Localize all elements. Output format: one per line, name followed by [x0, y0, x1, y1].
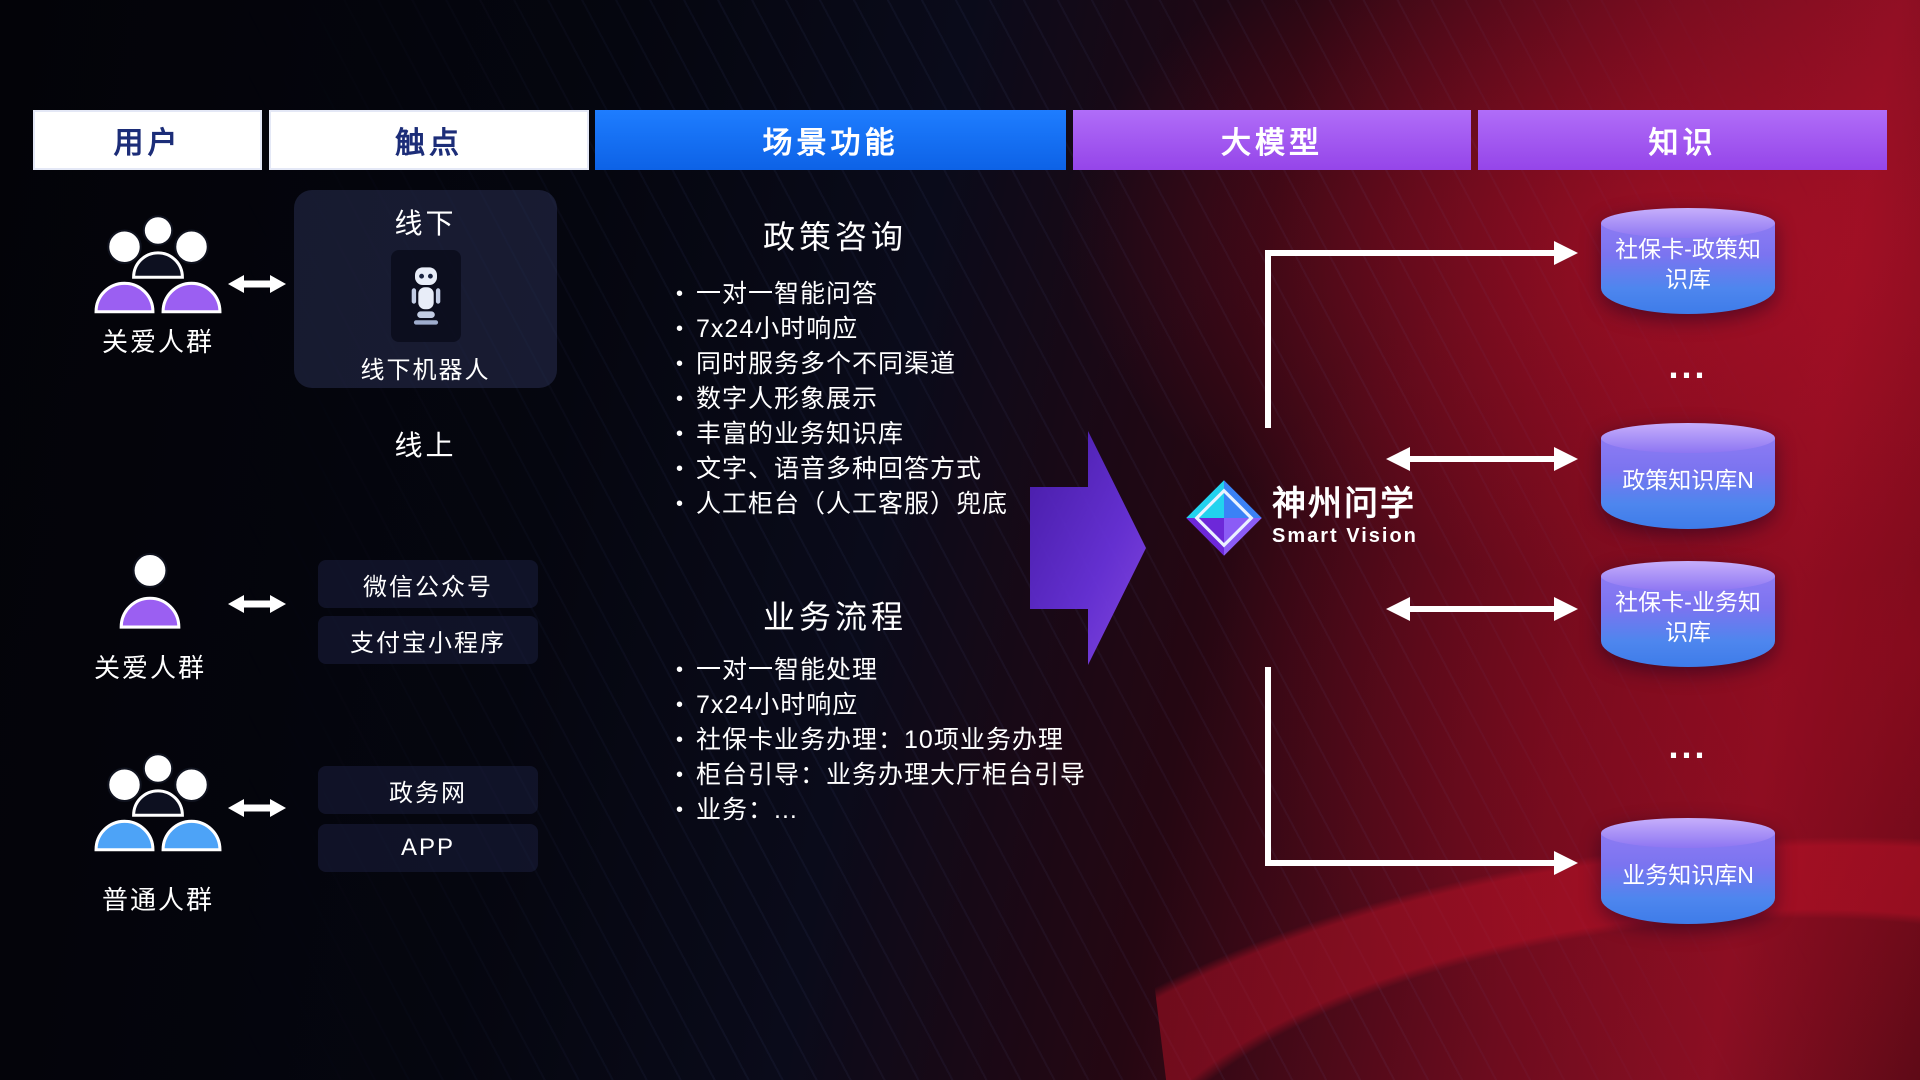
model-subtitle: Smart Vision — [1272, 525, 1418, 547]
offline-touchpoint-card: 线下 线下机器人 — [294, 190, 557, 388]
channel-item-wechat: 微信公众号 — [318, 560, 538, 608]
background-red-swoosh — [1115, 556, 1920, 1080]
policy-bullet: 同时服务多个不同渠道 — [676, 348, 1096, 383]
header-tab-model-label: 大模型 — [1221, 127, 1323, 160]
channel-item-govweb: 政务网 — [318, 766, 538, 814]
header-tab-scenarios-label: 场景功能 — [762, 127, 899, 160]
channel-item-alipay: 支付宝小程序 — [318, 616, 538, 664]
offline-title: 线下 — [394, 208, 457, 239]
header-tab-users: 用户 — [33, 110, 262, 170]
model-name: 神州问学 — [1272, 485, 1416, 523]
db-label: 政策知识库N — [1622, 467, 1754, 493]
header-tab-touchpoints: 触点 — [269, 110, 589, 170]
policy-bullet: 数字人形象展示 — [676, 383, 1096, 418]
arrow-left-right-icon — [228, 796, 286, 820]
arrow-left-right-icon — [228, 272, 286, 296]
header-tab-users-label: 用户 — [113, 127, 182, 160]
knowledge-ellipsis: ... — [1668, 725, 1708, 766]
business-section-title: 业务流程 — [762, 599, 907, 635]
policy-bullet: 丰富的业务知识库 — [676, 418, 1096, 453]
user-group-3-label: 普通人群 — [101, 885, 214, 915]
arrow-left-right-icon — [228, 592, 286, 616]
header-tab-touchpoints-label: 触点 — [395, 127, 463, 160]
user-group-1-label: 关爱人群 — [101, 327, 214, 357]
business-bullet: 柜台引导：业务办理大厅柜台引导 — [676, 759, 1096, 794]
db-label: 业务知识库N — [1622, 862, 1754, 888]
db-cylinder-top — [1601, 423, 1775, 453]
online-title: 线上 — [394, 430, 457, 461]
model-title-block: 神州问学 Smart Vision — [1272, 486, 1418, 550]
policy-bullet: 7x24小时响应 — [676, 313, 1096, 348]
smart-vision-logo-icon — [1182, 476, 1266, 560]
db-cylinder-top — [1601, 561, 1775, 591]
knowledge-ellipsis: ... — [1668, 345, 1708, 386]
policy-bullet: 人工柜台（人工客服）兜底 — [676, 488, 1096, 523]
policy-bullet-list: 一对一智能问答 7x24小时响应 同时服务多个不同渠道 数字人形象展示 丰富的业… — [676, 278, 1096, 523]
user-group-blue-icon — [92, 748, 224, 854]
db-cylinder-body — [1601, 223, 1775, 314]
db-cylinder-body — [1601, 438, 1775, 529]
db-cylinder-body — [1601, 576, 1775, 667]
db-cylinder-policy-ssc: 社保卡-政策知识库 — [1601, 208, 1775, 314]
policy-section-title: 政策咨询 — [762, 219, 907, 255]
db-cylinder-top — [1601, 818, 1775, 848]
user-single-purple-icon — [114, 548, 186, 630]
db-cylinder-business-ssc: 社保卡-业务知识库 — [1601, 561, 1775, 667]
business-bullet-list: 一对一智能处理 7x24小时响应 社保卡业务办理：10项业务办理 柜台引导：业务… — [676, 654, 1096, 829]
header-tab-knowledge-label: 知识 — [1648, 127, 1717, 160]
user-group-purple-icon — [92, 210, 224, 316]
db-cylinder-business-n: 业务知识库N — [1601, 818, 1775, 924]
db-label: 社保卡-业务知识库 — [1615, 589, 1761, 645]
db-cylinder-policy-n: 政策知识库N — [1601, 423, 1775, 529]
header-tab-model: 大模型 — [1073, 110, 1471, 170]
offline-robot-label: 线下机器人 — [360, 357, 491, 384]
db-cylinder-body — [1601, 833, 1775, 924]
business-bullet: 社保卡业务办理：10项业务办理 — [676, 724, 1096, 759]
business-bullet: 7x24小时响应 — [676, 689, 1096, 724]
robot-image-frame — [390, 250, 461, 342]
header-tab-knowledge: 知识 — [1478, 110, 1887, 170]
db-label: 社保卡-政策知识库 — [1615, 236, 1761, 292]
policy-bullet: 文字、语音多种回答方式 — [676, 453, 1096, 488]
user-group-2-label: 关爱人群 — [93, 653, 206, 683]
header-tab-scenarios: 场景功能 — [595, 110, 1066, 170]
policy-bullet: 一对一智能问答 — [676, 278, 1096, 313]
channel-item-app: APP — [318, 824, 538, 872]
business-bullet: 一对一智能处理 — [676, 654, 1096, 689]
robot-icon — [411, 267, 440, 325]
db-cylinder-top — [1601, 208, 1775, 238]
business-bullet: 业务：... — [676, 794, 1096, 829]
big-flow-arrow-icon — [1030, 425, 1148, 671]
